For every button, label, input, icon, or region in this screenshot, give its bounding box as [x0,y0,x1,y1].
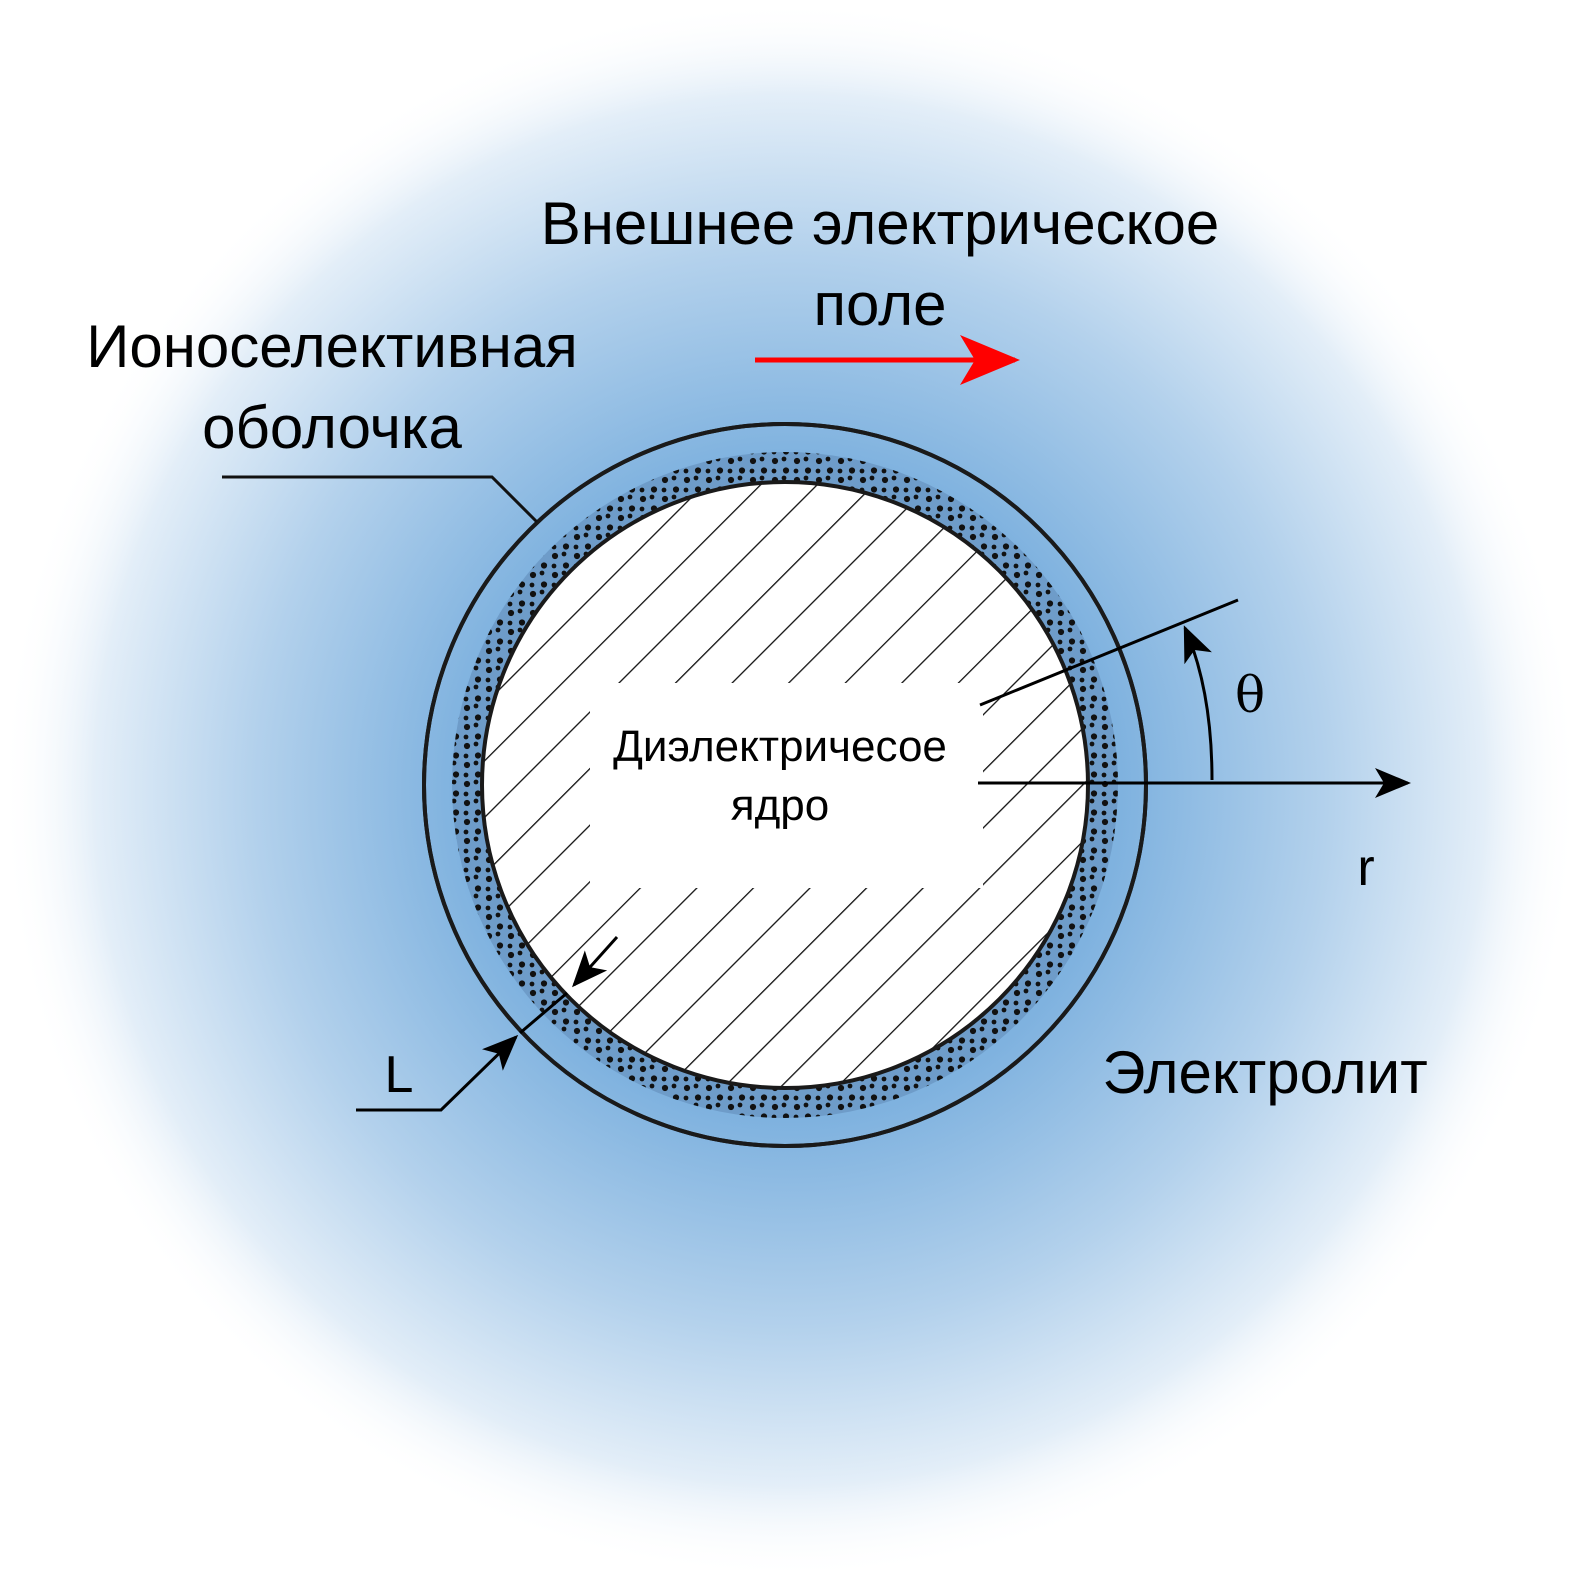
core-label-line2: ядро [731,781,829,830]
shell-label-line1: Ионоселективная [86,313,578,380]
dielectric-core [480,480,1090,1090]
shell-outer-border [422,422,1148,1148]
r-label: r [1357,839,1374,897]
theta-label: θ [1235,666,1265,724]
angle-ray [979,598,1239,707]
shell-leader-line [222,475,539,524]
thickness-label: L [385,1046,414,1104]
core-label-line1: Диэлектричесое [613,722,947,771]
shell-label-line2: оболочка [202,394,462,461]
field-label-line1: Внешнее электрическое [541,190,1219,257]
thickness-line [519,991,568,1035]
electrolyte-label: Электролит [1102,1039,1427,1106]
thickness-arrow-inner [571,935,619,988]
theta-arc-arrow [1183,625,1214,781]
core-label-box [590,683,983,888]
thickness-leader-arrow [356,1034,519,1112]
field-label-line2: поле [814,271,947,338]
